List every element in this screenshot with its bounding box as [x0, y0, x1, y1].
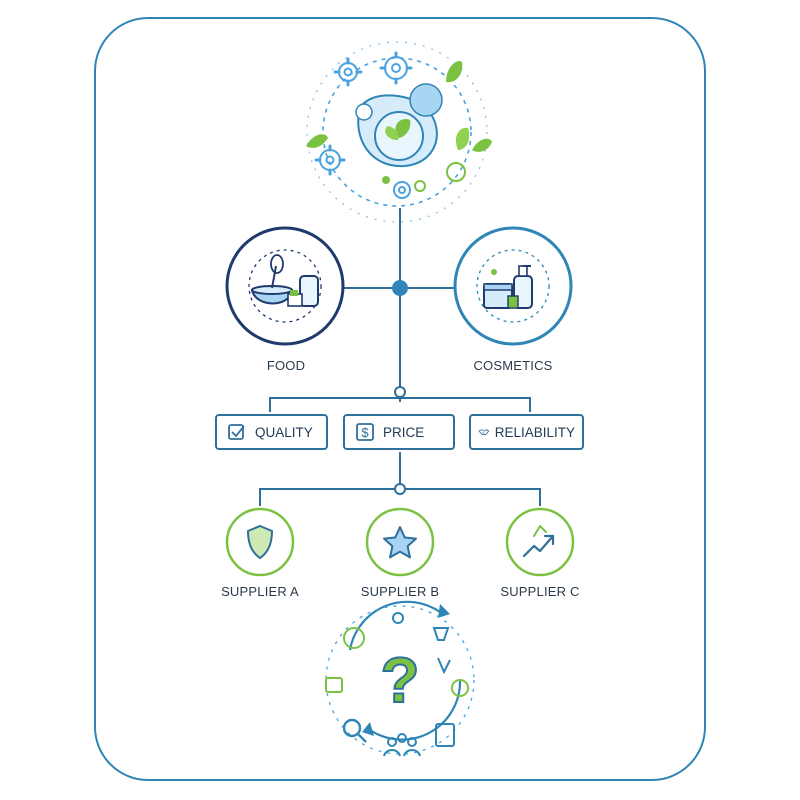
- diagram-frame: [94, 17, 706, 781]
- svg-text:$: $: [361, 425, 369, 440]
- supplier-label-b: SUPPLIER B: [360, 584, 440, 599]
- star-icon: [383, 526, 417, 559]
- decision-cycle: ?: [325, 600, 475, 757]
- team-icon: [383, 733, 421, 757]
- criteria-label: PRICE: [383, 424, 425, 440]
- criteria-quality: QUALITY: [215, 414, 328, 450]
- pin-icon: [392, 612, 404, 624]
- junction-dot: [392, 280, 408, 296]
- trend-up-icon: [522, 525, 555, 558]
- magnifier-icon: [342, 718, 367, 743]
- criteria-label: QUALITY: [255, 424, 313, 440]
- criteria-price: $ PRICE: [343, 414, 455, 450]
- question-mark-icon: ?: [380, 644, 419, 716]
- handshake-icon: [478, 429, 490, 435]
- criteria-reliability: RELIABILITY: [469, 414, 584, 450]
- criteria-label: RELIABILITY: [494, 424, 575, 440]
- supplier-a-node: [225, 507, 295, 577]
- arrow-down-icon: [437, 657, 451, 675]
- user-icon: [451, 679, 469, 697]
- supplier-label-a: SUPPLIER A: [221, 584, 299, 599]
- food-node: [225, 226, 345, 346]
- junction-dot: [394, 483, 406, 495]
- truck-icon: [325, 677, 343, 693]
- location-pin-icon: [343, 627, 365, 649]
- category-label-food: FOOD: [266, 358, 306, 373]
- category-label-cosmetics: COSMETICS: [473, 358, 553, 373]
- shield-icon: [246, 524, 274, 560]
- junction-dot: [394, 386, 406, 398]
- dollar-icon: $: [356, 423, 374, 441]
- supplier-label-c: SUPPLIER C: [500, 584, 580, 599]
- food-icon: [250, 254, 319, 307]
- supplier-b-node: [365, 507, 435, 577]
- clipboard-icon: [435, 723, 455, 747]
- sourcing-hub-icon: [306, 41, 492, 223]
- cosmetics-icon: [483, 265, 533, 309]
- supplier-c-node: [505, 507, 575, 577]
- check-box-icon: [228, 424, 245, 440]
- cosmetics-node: [453, 226, 573, 346]
- trophy-icon: [432, 627, 450, 641]
